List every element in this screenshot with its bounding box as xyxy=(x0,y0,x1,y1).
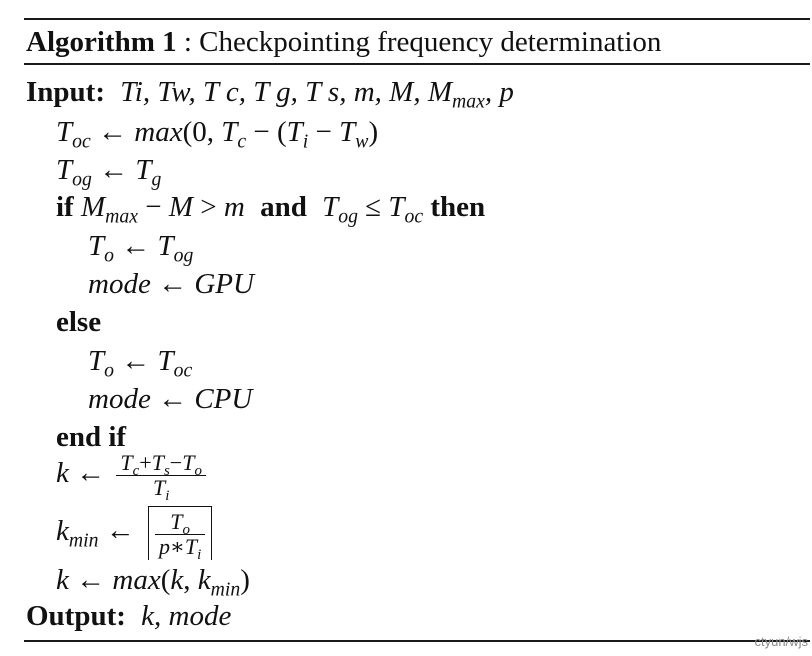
line-k-max: k ← max(k, kmin) xyxy=(56,564,250,601)
line-input: Input: Ti, Tw, T c, T g, T s, m, M, Mmax… xyxy=(26,75,514,113)
line-output: Output: k, mode xyxy=(26,599,231,633)
line-k-assign: k ← Tc+Ts−To Ti xyxy=(56,452,210,503)
line-if: if Mmax − M > m and Tog ≤ Toc then xyxy=(56,191,486,228)
line-mode-gpu: mode ← GPU xyxy=(88,268,254,300)
line-mode-cpu: mode ← CPU xyxy=(88,383,253,415)
caption-rule xyxy=(24,63,810,65)
line-kmin-assign: kmin ← To p∗Ti xyxy=(56,506,213,562)
keyword-output: Output: xyxy=(26,600,126,632)
line-end-if: end if xyxy=(56,420,126,454)
kmin-fraction: To p∗Ti xyxy=(154,511,206,562)
algorithm-title: : Checkpointing frequency determination xyxy=(176,26,662,58)
keyword-if: if xyxy=(56,191,74,223)
algorithm-caption: Algorithm 1 : Checkpointing frequency de… xyxy=(26,24,661,60)
keyword-then: then xyxy=(430,191,486,223)
top-rule xyxy=(24,18,810,20)
input-vars: Ti, Tw, T c, T g, T s, m, M, Mmax, p xyxy=(120,76,514,113)
keyword-input: Input: xyxy=(26,76,105,108)
line-toc-assign: Toc ← max(0, Tc − (Ti − Tw) xyxy=(56,116,379,153)
k-fraction: Tc+Ts−To Ti xyxy=(116,452,206,503)
line-to-toc: To ← Toc xyxy=(88,345,193,382)
keyword-end-if: end if xyxy=(56,421,127,453)
bottom-rule xyxy=(24,640,810,642)
ceil-bracket: To p∗Ti xyxy=(147,506,213,562)
watermark: ctyun/wjs xyxy=(754,634,808,649)
line-else: else xyxy=(56,305,101,339)
line-to-tog: To ← Tog xyxy=(88,230,194,267)
algorithm-label: Algorithm 1 xyxy=(26,26,177,58)
keyword-and: and xyxy=(260,191,307,223)
output-vars: k, mode xyxy=(141,600,232,632)
line-tog-assign: Tog ← Tg xyxy=(56,154,162,191)
keyword-else: else xyxy=(56,306,102,338)
